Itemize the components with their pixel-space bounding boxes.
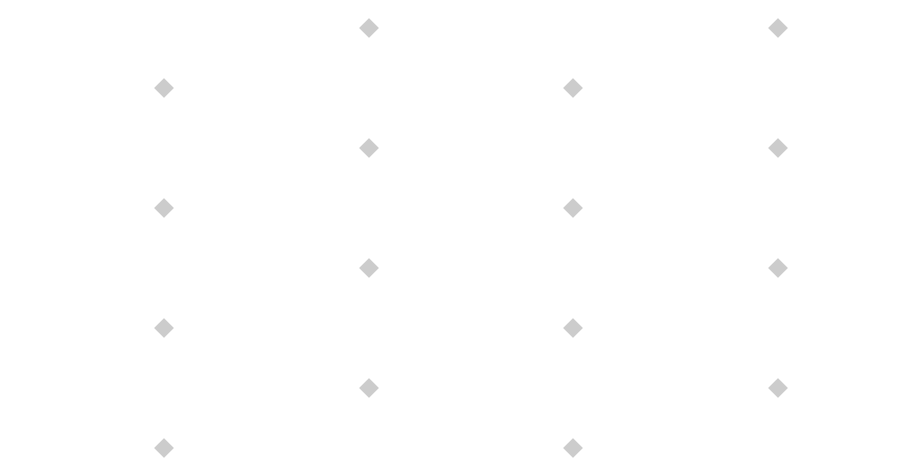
diamond-icon <box>768 18 788 38</box>
diamond-icon <box>154 318 174 338</box>
diamond-icon <box>563 78 583 98</box>
diamond-icon <box>154 438 174 458</box>
diamond-icon <box>563 438 583 458</box>
diamond-icon <box>359 138 379 158</box>
diamond-icon <box>359 258 379 278</box>
diamond-icon <box>563 198 583 218</box>
diamond-icon <box>359 378 379 398</box>
diamond-icon <box>359 18 379 38</box>
diamond-icon <box>563 318 583 338</box>
diamond-icon <box>768 138 788 158</box>
diamond-icon <box>768 378 788 398</box>
diamond-icon <box>768 258 788 278</box>
diamond-icon <box>154 198 174 218</box>
diamond-icon <box>154 78 174 98</box>
